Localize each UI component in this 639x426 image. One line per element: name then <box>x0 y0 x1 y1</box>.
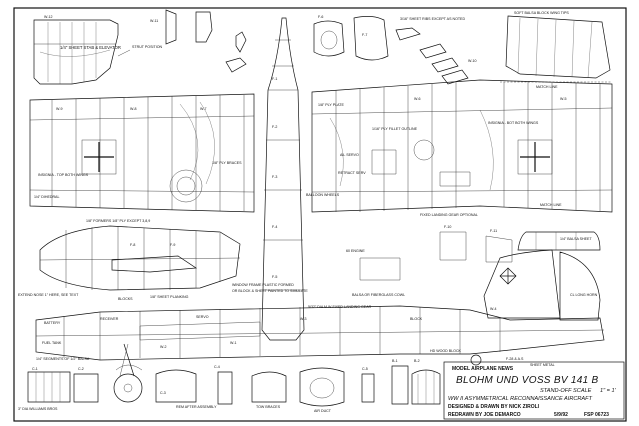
title-magazine: MODEL AIRPLANE NEWS <box>452 366 514 372</box>
label-fixed-gear: FIXED LANDING GEAR OPTIONAL <box>420 213 478 217</box>
stabilizer-elevator: 1/4" SHEET STAB & ELEVATOR STRUT POSITIO… <box>33 15 162 85</box>
label-w10: W-10 <box>468 59 477 63</box>
label-ply-fillet: 1/16" PLY FILLET OUTLINE <box>372 127 418 131</box>
label-dihedral: 1/4" DIHEDRAL <box>34 195 59 199</box>
label-ply-braces: 1/8" PLY BRACES <box>212 161 242 165</box>
label-strut-position: STRUT POSITION <box>132 45 162 49</box>
label-sheet-rib: 3/16" SHEET RIBS EXCEPT AS NOTED <box>400 17 465 21</box>
title-date: 5/9/92 <box>554 412 568 418</box>
balkenkreuz-left-wing <box>81 139 117 175</box>
title-redrawn: REDRAWN BY JOE DEMARCO <box>448 412 521 418</box>
label-receiver: RECEIVER <box>100 317 119 321</box>
former-cutouts-top: F-6 F-7 <box>313 15 389 61</box>
label-cl-long-horn: CL LONG HORN <box>570 293 598 297</box>
label-rem-after: REM AFTER ASSEMBLY <box>176 405 217 409</box>
label-tow-braces: TOW BRACES <box>256 405 281 409</box>
label-insignia-top: INSIGNIA - TOP BOTH WINGS <box>38 173 89 177</box>
crew-nacelle-side: EXTEND NOSE 1" HERE, SEE TEXT BLOCKS 1/8… <box>18 225 241 301</box>
main-landing-gear <box>113 343 143 403</box>
label-w9: W-9 <box>56 107 63 111</box>
small-parts-top: W-11 <box>150 9 247 73</box>
sheet-border <box>13 7 627 422</box>
title-subtitle: STAND-OFF SCALE <box>540 388 592 394</box>
title-scale: 1" = 1' <box>600 388 617 394</box>
label-battery: BATTERY <box>44 321 61 325</box>
label-tail-balsa: 1/4" BALSA SHEET <box>560 237 592 241</box>
label-retract-servo: RETRACT SERV <box>338 171 366 175</box>
label-balsa-cowl: BALSA OR FIBERGLASS COWL <box>352 293 405 297</box>
label-f1: F-1 <box>272 77 277 81</box>
label-insignia-bot: INSIGNIA - BOT BOTH WINGS <box>488 121 539 125</box>
label-c1: C-1 <box>32 367 38 371</box>
wing-ribs-top: 3/16" SHEET RIBS EXCEPT AS NOTED W-10 <box>395 17 477 85</box>
label-c5: C-5 <box>362 367 368 371</box>
label-w2: W-2 <box>160 345 167 349</box>
vertical-tail: 1/4" BALSA SHEET CL LONG HORN W-4 <box>483 231 601 321</box>
label-segments: 1/4" SEGMENTS OF 1/2" BALSA <box>36 357 90 361</box>
label-f11: F-11 <box>490 229 497 233</box>
label-block: BLOCK <box>410 317 423 321</box>
label-c2: C-2 <box>78 367 84 371</box>
center-details: WINDOW FRAME PLASTIC FORMED OR BLOCK & S… <box>232 225 513 309</box>
label-f5: F-5 <box>272 275 277 279</box>
label-w5: W-5 <box>560 97 567 101</box>
label-w7: W-7 <box>200 107 207 111</box>
label-w3: W-3 <box>300 317 307 321</box>
label-b2: B-2 <box>414 359 420 363</box>
label-c4: C-4 <box>214 365 220 369</box>
label-blocks: BLOCKS <box>118 297 133 301</box>
label-air-duct: AIR DUCT <box>314 409 332 413</box>
label-balloon: BALLOON WHEELS <box>306 193 340 197</box>
label-f9: F-9 <box>170 243 175 247</box>
label-rear-view: OR BLOCK & SHEET PAINTED TO SIMULATE <box>232 289 308 293</box>
label-soft-balsa-tips: SOFT BALSA BLOCK WING TIPS <box>514 11 569 15</box>
label-match-line-right: MATCH LINE <box>540 203 562 207</box>
label-f7: F-7 <box>362 33 367 37</box>
label-w-formers: F-28 & A.S <box>506 357 524 361</box>
label-f4: F-4 <box>272 225 277 229</box>
fuselage-top-view: F-1 F-2 F-3 F-4 F-5 <box>261 17 305 341</box>
label-servo: SERVO <box>196 315 209 319</box>
bottom-formers: C-1 C-2 1/4" SEGMENTS OF 1/2" BALSA 3" D… <box>18 357 441 413</box>
label-dia-wheels: 3" DIA WILLIAMS BROS <box>18 407 58 411</box>
title-block: MODEL AIRPLANE NEWS BLOHM UND VOSS BV 14… <box>443 361 625 420</box>
title-description: WW II ASYMMETRICAL RECONNAISSANCE AIRCRA… <box>448 396 593 402</box>
label-b1: B-1 <box>392 359 398 363</box>
label-w4: W-4 <box>490 307 497 311</box>
label-sheet-metal: SHEET METAL <box>530 363 555 367</box>
label-match-line-top: MATCH LINE <box>536 85 558 89</box>
wing-tip-panel: SOFT BALSA BLOCK WING TIPS MATCH LINE <box>500 11 612 89</box>
title-plan-number: FSP 06723 <box>584 412 609 418</box>
label-w1: W-1 <box>230 341 237 345</box>
label-f2: F-2 <box>272 125 277 129</box>
label-formers-ply: 1/8" FORMERS 1/8" PLY EXCEPT 3,8,9 <box>86 219 150 223</box>
label-f8: F-8 <box>130 243 135 247</box>
label-f10: F-10 <box>444 225 451 229</box>
label-w6: W-6 <box>414 97 421 101</box>
label-fuel-tank: FUEL TANK <box>42 341 62 345</box>
label-extend-nose: EXTEND NOSE 1" HERE, SEE TEXT <box>18 293 79 297</box>
label-planking: 1/8" SHEET PLANKING <box>150 295 189 299</box>
label-f3: F-3 <box>272 175 277 179</box>
label-w8: W-8 <box>130 107 137 111</box>
label-f6: F-6 <box>318 15 323 19</box>
title-designer: DESIGNED & DRAWN BY NICK ZIROLI <box>448 404 540 410</box>
label-c3: C-3 <box>160 391 166 395</box>
wing-planform: INSIGNIA - TOP BOTH WINGS INSIGNIA - BOT… <box>29 79 613 223</box>
fuselage-side-view: BATTERY RECEIVER SERVO FUEL TANK W-3 W-2… <box>35 305 605 367</box>
label-aileron-servo: AIL SERVO <box>340 153 359 157</box>
label-engine: 60 ENGINE <box>346 249 365 253</box>
label-stab-elevator: 1/4" SHEET STAB & ELEVATOR <box>60 45 121 50</box>
label-ply-plate: 1/8" PLY PLATE <box>318 103 344 107</box>
label-w12: W-12 <box>44 15 53 19</box>
label-hd-wood-block: HD WOOD BLOCK <box>430 349 462 353</box>
label-window-frame: WINDOW FRAME PLASTIC FORMED <box>232 283 294 287</box>
balkenkreuz-right-wing <box>517 139 553 175</box>
label-w11: W-11 <box>150 19 158 23</box>
title-main: BLOHM UND VOSS BV 141 B <box>456 375 599 386</box>
